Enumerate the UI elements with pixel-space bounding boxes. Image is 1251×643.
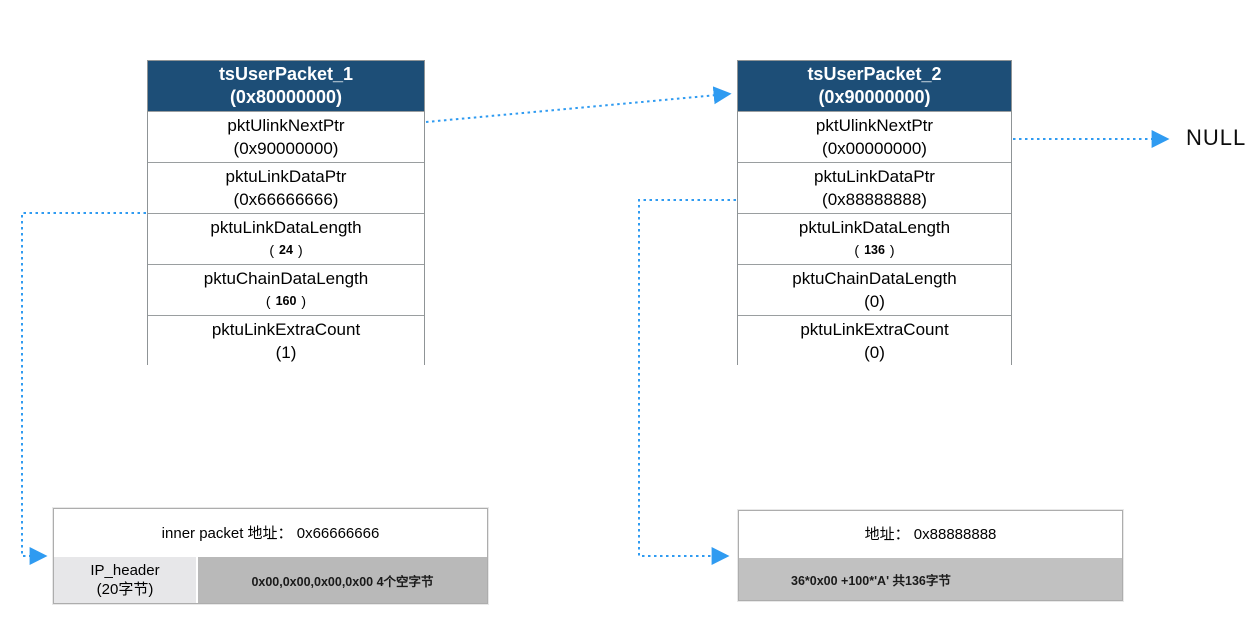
buffer-box-inner-packet: inner packet 地址： 0x66666666 IP_header (2… [53,508,488,604]
packet1-header: tsUserPacket_1 (0x80000000) [148,61,424,111]
ip-header-cell-line1: IP_header [90,562,160,579]
packet1-row-data-ptr: pktuLinkDataPtr (0x66666666) [148,162,424,213]
field-value: (160) [265,293,307,309]
field-value: (0x66666666) [233,190,339,209]
packet2-title: tsUserPacket_2 [807,64,942,84]
field-value: (1) [275,343,297,362]
buffer-left-data-cell: 0x00,0x00,0x00,0x00 4个空字节 [198,557,487,603]
field-value: (136) [854,242,895,258]
buffer-left-address-title: inner packet 地址： 0x66666666 [54,509,487,555]
field-value: (0) [864,343,885,362]
field-label: pktuLinkExtraCount [211,320,361,339]
field-label: pktuChainDataLength [792,269,957,288]
field-label: pktUlinkNextPtr [227,116,345,135]
field-value: (0) [864,292,885,311]
packet-struct-2: tsUserPacket_2 (0x90000000) pktUlinkNext… [737,60,1012,366]
field-label: pktUlinkNextPtr [815,116,934,135]
packet1-row-chain-length: pktuChainDataLength (160) [148,264,424,315]
data-ptr-arrow-packet2-to-buffer [638,199,736,565]
packet2-header: tsUserPacket_2 (0x90000000) [738,61,1011,111]
data-ptr-arrow-packet1-to-buffer [21,212,146,565]
field-label: pktuLinkDataLength [798,218,951,237]
field-value: (0x00000000) [822,139,927,158]
packet2-row-data-ptr: pktuLinkDataPtr (0x88888888) [738,162,1011,213]
buffer-box-data: 地址： 0x88888888 36*0x00 +100*'A' 共136字节 [738,510,1123,601]
packet-struct-1: tsUserPacket_1 (0x80000000) pktUlinkNext… [147,60,425,366]
field-label: pktuLinkDataPtr [225,167,347,186]
field-value: (0x88888888) [822,190,927,209]
packet2-address: (0x90000000) [818,87,931,107]
field-label: pktuChainDataLength [203,269,369,288]
packet1-title: tsUserPacket_1 [218,64,354,84]
packet1-row-data-length: pktuLinkDataLength (24) [148,213,424,264]
field-value: (0x90000000) [233,139,339,158]
packet2-row-data-length: pktuLinkDataLength (136) [738,213,1011,264]
field-label: pktuLinkExtraCount [800,320,949,339]
packet2-row-chain-length: pktuChainDataLength (0) [738,264,1011,315]
buffer-right-data-cell: 36*0x00 +100*'A' 共136字节 [739,556,1122,600]
buffer-right-address-title: 地址： 0x88888888 [739,511,1122,556]
packet1-row-extra-count: pktuLinkExtraCount (1) [148,315,424,366]
packet1-row-next-ptr: pktUlinkNextPtr (0x90000000) [148,111,424,162]
ip-header-cell-line2: (20字节) [96,581,154,598]
field-label: pktuLinkDataPtr [814,167,935,186]
ip-header-cell: IP_header (20字节) [54,557,198,603]
packet1-address: (0x80000000) [229,87,343,107]
null-terminator-label: NULL [1186,125,1247,150]
field-value: (24) [269,242,303,258]
buffer-left-content-row: IP_header (20字节) 0x00,0x00,0x00,0x00 4个空… [54,555,487,603]
next-ptr-arrow-packet1-to-packet2 [425,86,732,123]
field-label: pktuLinkDataLength [210,218,362,237]
packet2-row-next-ptr: pktUlinkNextPtr (0x00000000) [738,111,1011,162]
packet2-row-extra-count: pktuLinkExtraCount (0) [738,315,1011,366]
